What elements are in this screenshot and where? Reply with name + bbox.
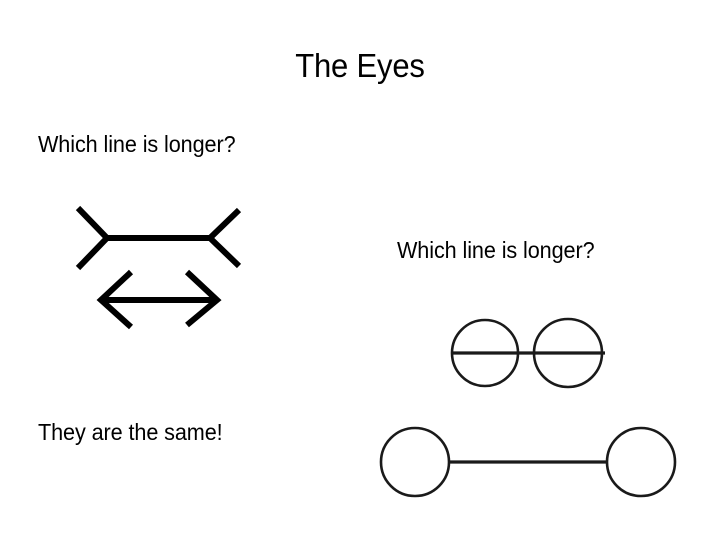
top-right-fins [205, 207, 242, 269]
dumbbell-near-figure [450, 317, 605, 389]
bottom-right-arrowhead [184, 269, 222, 328]
muller-lyer-outward-fins-shape [75, 205, 242, 271]
top-left-fins [75, 205, 112, 271]
far-left-circle [379, 426, 451, 498]
page-title: The Eyes [295, 47, 425, 84]
left-question-text: Which line is longer? [38, 131, 236, 157]
far-right-circle [605, 426, 677, 498]
muller-lyer-figure [75, 205, 242, 330]
answer-text: They are the same! [38, 419, 223, 445]
muller-lyer-inward-arrowheads-shape [96, 269, 222, 330]
right-question-text: Which line is longer? [397, 237, 595, 263]
dumbbell-far-figure [379, 426, 677, 498]
bottom-left-arrowhead [96, 269, 134, 330]
